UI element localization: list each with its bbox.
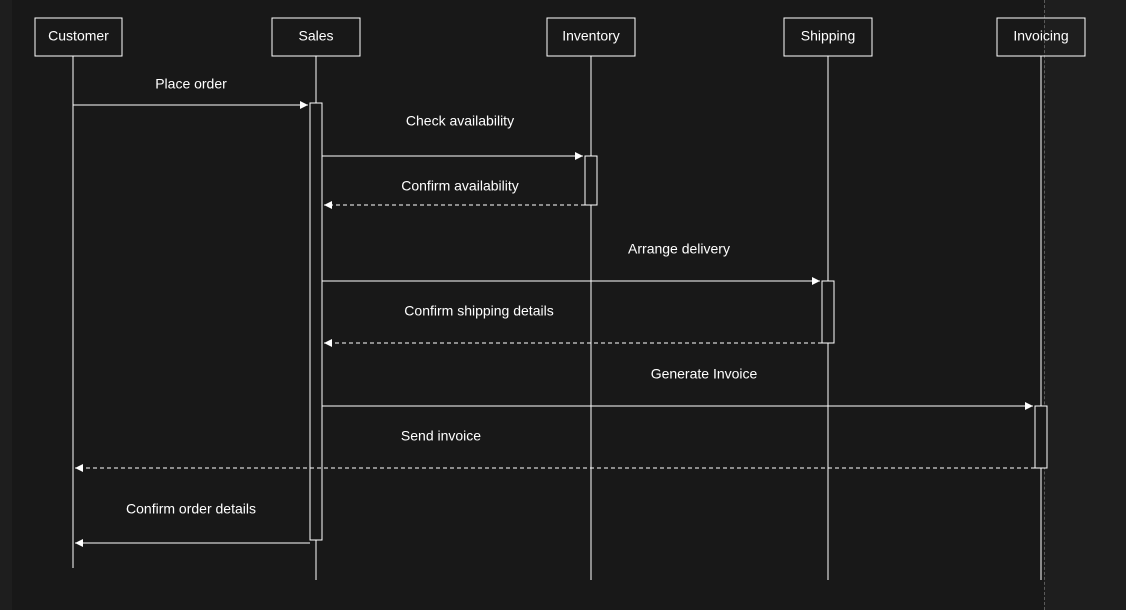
participant-label: Shipping — [801, 28, 856, 44]
message-label: Check availability — [406, 113, 514, 129]
participant-inventory[interactable]: Inventory — [546, 17, 636, 57]
activation-sales[interactable] — [309, 102, 323, 541]
diagram-canvas-area — [12, 0, 1044, 610]
participant-label: Inventory — [562, 28, 620, 44]
message-arrange-delivery[interactable]: Arrange delivery — [322, 241, 820, 285]
activation-shipping[interactable] — [821, 280, 835, 344]
message-place-order[interactable]: Place order — [73, 76, 308, 109]
message-confirm-availability[interactable]: Confirm availability — [324, 178, 585, 209]
participant-label: Invoicing — [1013, 28, 1068, 44]
message-send-invoice[interactable]: Send invoice — [75, 428, 1035, 472]
message-confirm-order-details[interactable]: Confirm order details — [75, 501, 310, 547]
message-check-availability[interactable]: Check availability — [322, 113, 583, 160]
participant-invoicing[interactable]: Invoicing — [996, 17, 1086, 57]
message-label: Place order — [155, 76, 227, 92]
message-label: Generate Invoice — [651, 366, 758, 382]
participant-customer[interactable]: Customer — [34, 17, 123, 57]
participant-label: Customer — [48, 28, 109, 44]
participant-sales[interactable]: Sales — [271, 17, 361, 57]
message-label: Confirm shipping details — [404, 303, 553, 319]
message-label: Confirm order details — [126, 501, 256, 517]
participant-box — [34, 17, 123, 57]
activation-inventory[interactable] — [584, 155, 598, 206]
participant-shipping[interactable]: Shipping — [783, 17, 873, 57]
message-label: Arrange delivery — [628, 241, 730, 257]
participant-label: Sales — [298, 28, 333, 44]
message-confirm-shipping-details[interactable]: Confirm shipping details — [324, 303, 822, 347]
right-edge-guide — [1044, 0, 1045, 610]
message-label: Confirm availability — [401, 178, 518, 194]
activation-invoicing[interactable] — [1034, 405, 1048, 469]
message-generate-invoice[interactable]: Generate Invoice — [322, 366, 1033, 410]
message-label: Send invoice — [401, 428, 481, 444]
